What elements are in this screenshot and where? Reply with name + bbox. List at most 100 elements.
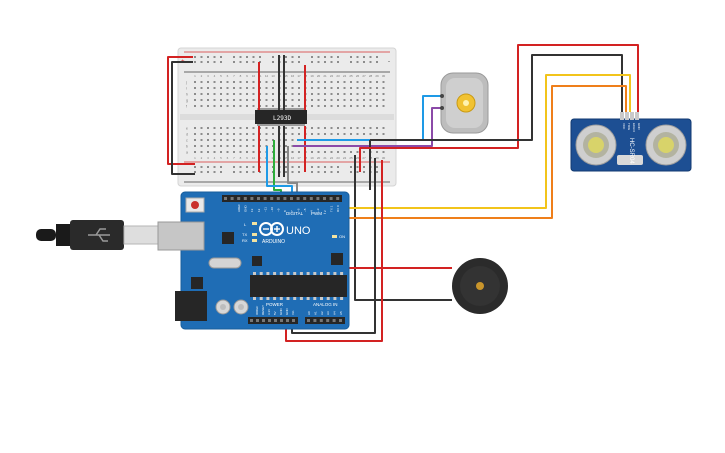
header-pin[interactable] [268,319,271,322]
wire-red-sensor-vcc[interactable] [359,44,639,160]
row-letter: c [186,139,188,143]
header-pin[interactable] [256,319,259,322]
digital-pin-label: 4 [310,210,314,212]
column-number: 23 [336,74,340,78]
wire-purple-motor[interactable] [293,107,443,147]
column-number: 9 [246,156,248,160]
piezo-buzzer[interactable] [452,258,508,314]
column-number: 25 [349,156,353,160]
usb-port[interactable] [157,221,205,251]
column-number: 19 [310,156,314,160]
sensor-pins[interactable] [620,112,639,120]
column-number: 3 [207,74,209,78]
power-analog-header[interactable] [248,317,345,324]
header-pin[interactable] [309,197,313,200]
motor-driver-chip[interactable]: L293D [255,108,307,126]
column-number: 12 [265,74,269,78]
column-number: 22 [330,74,334,78]
header-pin[interactable] [230,197,234,200]
usb-cable[interactable] [36,220,159,250]
column-number: 5 [220,156,222,160]
wire-gray-in[interactable] [287,146,298,196]
column-number: 2 [201,156,203,160]
header-pin[interactable] [303,197,307,200]
row-letter: g [186,99,188,103]
row-letter: f [186,105,187,109]
header-pin[interactable] [316,197,320,200]
header-pin[interactable] [243,197,247,200]
header-pin[interactable] [290,197,293,200]
header-pin[interactable] [286,319,289,322]
analog-pin-label: A2 [320,311,324,315]
chip-label: L293D [273,115,291,122]
header-pin[interactable] [307,319,310,322]
header-pin[interactable] [274,319,277,322]
header-pin[interactable] [292,319,295,322]
header-pin[interactable] [224,197,227,200]
header-pin[interactable] [329,197,333,200]
header-pin[interactable] [319,319,323,322]
header-pin[interactable] [280,319,283,322]
dc-motor[interactable] [440,72,489,134]
header-pin[interactable] [313,319,317,322]
column-number: 17 [297,156,301,160]
digital-pin-label: 7 [290,210,294,212]
column-number: 4 [214,74,216,78]
led-on [332,235,337,238]
header-pin[interactable] [250,197,254,200]
led-tx [252,233,257,236]
column-number: 1 [194,156,196,160]
digital-pin-label: 8 [283,210,287,212]
motor-terminal-2[interactable] [440,106,444,110]
column-number: 26 [356,156,360,160]
column-number: 7 [233,156,235,160]
header-pin[interactable] [296,197,300,200]
row-letter: j [185,81,187,85]
header-pin[interactable] [336,197,340,200]
column-number: 21 [323,156,327,160]
wire-blue-motor[interactable] [297,95,443,141]
column-number: 4 [214,156,216,160]
digital-pin-label: ~9 [277,208,281,212]
power-pin-label: GND [279,308,283,316]
analog-pin-label: A4 [333,311,337,315]
header-pin[interactable] [237,197,241,200]
header-pin[interactable] [283,197,287,200]
header-pin[interactable] [339,319,342,322]
wire-red-left-rail[interactable] [167,56,195,165]
column-number: 25 [349,74,353,78]
digital-header[interactable] [222,195,342,202]
power-pin-label: 5V [273,311,277,315]
motor-terminal-1[interactable] [440,94,444,98]
power-pin-label: Vin [291,310,295,315]
header-pin[interactable] [262,319,265,322]
column-number: 10 [252,156,256,160]
column-number: 11 [258,156,261,160]
column-number: 1 [194,74,196,78]
column-number: 30 [382,156,386,160]
led-label-on: ON [339,234,345,239]
header-pin[interactable] [263,197,267,200]
header-pin[interactable] [326,319,330,322]
header-pin[interactable] [270,197,274,200]
wire-black-left-rail[interactable] [171,61,195,175]
header-pin[interactable] [276,197,280,200]
column-number: 2 [201,74,203,78]
row-letter: d [186,133,188,137]
wire-black-right-a[interactable] [354,155,452,301]
wire-blue-in[interactable] [266,146,293,196]
sensor-pin-label: GND [637,123,641,131]
header-pin[interactable] [332,319,336,322]
header-pin[interactable] [250,319,253,322]
wire-red-5v[interactable] [285,190,383,342]
header-pin[interactable] [257,197,260,200]
analog-pin-label: A1 [313,311,317,315]
power-jack[interactable] [175,291,207,321]
header-pin[interactable] [323,197,326,200]
digital-pin-label: ~5 [303,208,307,212]
power-pin-label: RESET [261,305,265,315]
